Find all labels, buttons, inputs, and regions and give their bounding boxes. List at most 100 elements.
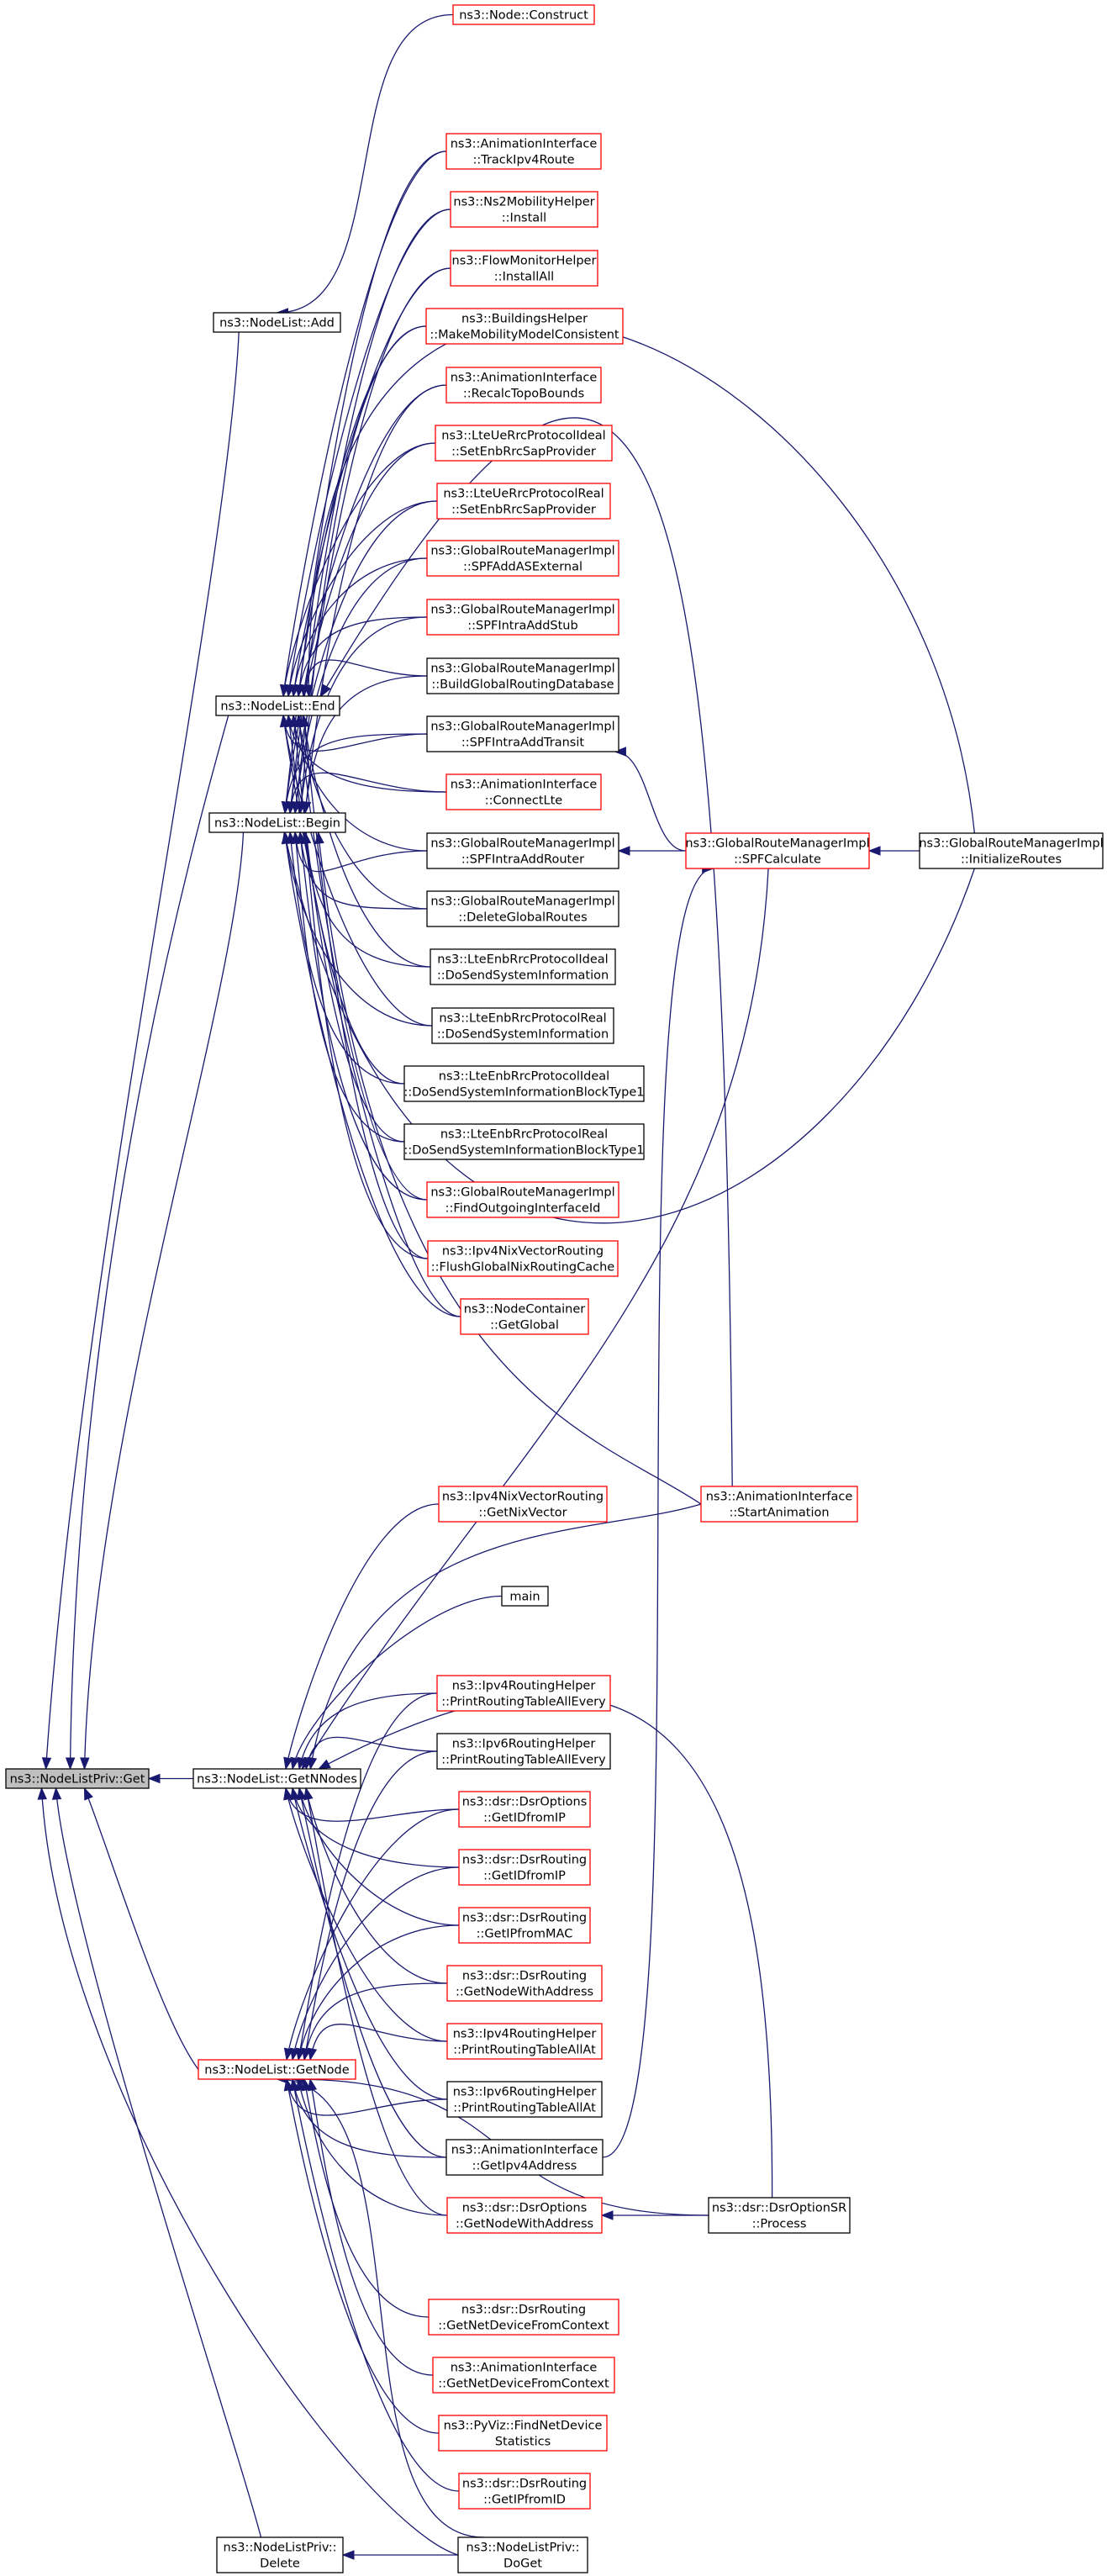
edge-flushnix-end-arrowhead (299, 714, 310, 728)
node-label: ns3::dsr::DsrRouting (462, 1854, 587, 1867)
node-recalc[interactable]: ns3::AnimationInterface::RecalcTopoBound… (445, 367, 602, 404)
node-end[interactable]: ns3::NodeList::End (215, 695, 340, 716)
node-rtgetipmac[interactable]: ns3::dsr::DsrRouting::GetIPfromMAC (458, 1907, 591, 1944)
node-spfasext[interactable]: ns3::GlobalRouteManagerImpl::SPFAddASExt… (426, 540, 619, 577)
node-delglobal[interactable]: ns3::GlobalRouteManagerImpl::DeleteGloba… (426, 890, 619, 927)
node-optgetnode[interactable]: ns3::dsr::DsrOptions::GetNodeWithAddress (446, 2197, 603, 2234)
node-buildgrd[interactable]: ns3::GlobalRouteManagerImpl::BuildGlobal… (426, 657, 619, 694)
edge-doget-delete (341, 2550, 459, 2560)
node-add[interactable]: ns3::NodeList::Add (213, 312, 341, 333)
node-begin[interactable]: ns3::NodeList::Begin (208, 812, 346, 833)
edge-enbideal-begin (301, 831, 431, 968)
node-box (431, 1007, 614, 1044)
edge-ipv6every-getnnodes (303, 1736, 438, 1771)
node-flushnix[interactable]: ns3::Ipv4NixVectorRouting::FlushGlobalNi… (427, 1240, 619, 1277)
node-rtgetipid[interactable]: ns3::dsr::DsrRouting::GetIPfromID (458, 2473, 591, 2510)
edge-line (294, 267, 451, 814)
edge-line (305, 1787, 448, 2216)
node-doget[interactable]: ns3::NodeListPriv::DoGet (457, 2536, 588, 2573)
node-spfrouter[interactable]: ns3::GlobalRouteManagerImpl::SPFIntraAdd… (426, 832, 619, 869)
edge-initroutes-begin-line (283, 831, 976, 1224)
edge-line (309, 2024, 448, 2061)
node-findoutif[interactable]: ns3::GlobalRouteManagerImpl::FindOutgoin… (426, 1181, 619, 1218)
node-ipv4every[interactable]: ns3::Ipv4RoutingHelper::PrintRoutingTabl… (436, 1675, 611, 1712)
node-spfstub[interactable]: ns3::GlobalRouteManagerImpl::SPFIntraAdd… (426, 599, 619, 636)
edge-doget-get-line (40, 1787, 459, 2556)
node-ncglobal[interactable]: ns3::NodeContainer::GetGlobal (460, 1298, 589, 1335)
node-uereal[interactable]: ns3::LteUeRrcProtocolReal::SetEnbRrcSapP… (436, 483, 611, 520)
node-box (435, 425, 613, 462)
edge-ipv6every-getnode (301, 1750, 438, 2061)
node-trackipv4[interactable]: ns3::AnimationInterface::TrackIpv4Route (445, 133, 602, 170)
node-flowinstall[interactable]: ns3::FlowMonitorHelper::InstallAll (450, 250, 598, 287)
node-getnnodes[interactable]: ns3::NodeList::GetNNodes (192, 1768, 361, 1789)
edge-ipv6at-getnnodes (290, 1787, 448, 2100)
node-label: ns3::AnimationInterface (451, 779, 598, 792)
edge-enbreal1-begin (291, 831, 405, 1143)
node-ipv4at[interactable]: ns3::Ipv4RoutingHelper::PrintRoutingTabl… (446, 2023, 603, 2060)
node-label: ::ConnectLte (485, 794, 562, 808)
node-srprocess[interactable]: ns3::dsr::DsrOptionSR::Process (708, 2197, 851, 2234)
node-label: ::DoSendSystemInformation (437, 1028, 609, 1042)
node-label: ns3::GlobalRouteManagerImpl (430, 895, 614, 909)
node-enbreal[interactable]: ns3::LteEnbRrcProtocolReal::DoSendSystem… (431, 1007, 614, 1044)
edge-delete-get-arrowhead (51, 1787, 62, 1800)
node-rtgetnetdev[interactable]: ns3::dsr::DsrRouting::GetNetDeviceFromCo… (428, 2299, 619, 2336)
node-construct[interactable]: ns3::Node::Construct (452, 4, 595, 25)
node-spfcalc[interactable]: ns3::GlobalRouteManagerImpl::SPFCalculat… (685, 832, 870, 869)
node-label: ns3::NodeListPriv::Get (10, 1773, 145, 1787)
node-ueideal[interactable]: ns3::LteUeRrcProtocolIdeal::SetEnbRrcSap… (435, 425, 613, 462)
node-ipv6at[interactable]: ns3::Ipv6RoutingHelper::PrintRoutingTabl… (446, 2081, 603, 2118)
node-angetnetdev[interactable]: ns3::AnimationInterface::GetNetDeviceFro… (432, 2357, 615, 2394)
node-label: ::GetIDfromIP (483, 1870, 566, 1883)
node-label: ns3::AnimationInterface (451, 372, 598, 385)
node-box (501, 1586, 549, 1607)
node-connectlte[interactable]: ns3::AnimationInterface::ConnectLte (445, 773, 602, 810)
node-rtgetnode[interactable]: ns3::dsr::DsrRouting::GetNodeWithAddress (446, 1965, 603, 2002)
edge-line (282, 715, 428, 752)
edge-line (289, 831, 405, 1085)
node-label: ::SPFIntraAddTransit (461, 736, 584, 750)
node-box (458, 1907, 591, 1944)
node-label: ::StartAnimation (729, 1507, 829, 1520)
edge-line (293, 715, 405, 1143)
node-label: ns3::Ipv6RoutingHelper (453, 2086, 597, 2099)
node-getnixvec[interactable]: ns3::Ipv4NixVectorRouting::GetNixVector (438, 1486, 608, 1523)
node-rtgetid[interactable]: ns3::dsr::DsrRouting::GetIDfromIP (458, 1849, 591, 1886)
node-box (446, 1965, 603, 2002)
edge-line (304, 675, 428, 814)
node-enbideal[interactable]: ns3::LteEnbRrcProtocolIdeal::DoSendSyste… (430, 948, 616, 985)
edge-spfcalc-spfrouter (617, 846, 686, 856)
edge-doget-get (37, 1787, 459, 2556)
node-ipv6every[interactable]: ns3::Ipv6RoutingHelper::PrintRoutingTabl… (436, 1733, 611, 1770)
edge-getnnodes-get (147, 1773, 193, 1784)
edge-line (303, 1982, 448, 2061)
node-initroutes[interactable]: ns3::GlobalRouteManagerImpl::InitializeR… (919, 832, 1104, 869)
node-ns2install[interactable]: ns3::Ns2MobilityHelper::Install (450, 191, 598, 228)
node-main[interactable]: main (501, 1586, 549, 1607)
node-label: ns3::Ipv4NixVectorRouting (442, 1245, 604, 1259)
node-label: ::GetIpv4Address (472, 2160, 577, 2173)
node-get[interactable]: ns3::NodeListPriv::Get (5, 1768, 150, 1789)
node-delete[interactable]: ns3::NodeListPriv::Delete (216, 2536, 344, 2573)
node-enbreal1[interactable]: ns3::LteEnbRrcProtocolReal::DoSendSystem… (403, 1123, 645, 1160)
edge-enbreal1-end (289, 714, 405, 1143)
node-label: ns3::Ipv4RoutingHelper (452, 1680, 596, 1693)
edge-startanim-begin-line (317, 831, 702, 1505)
edge-spfcalc-spftransit (614, 747, 687, 852)
edge-doget-get-arrowhead (37, 1787, 47, 1800)
node-label: ns3::dsr::DsrOptions (462, 2202, 588, 2215)
node-spftransit[interactable]: ns3::GlobalRouteManagerImpl::SPFIntraAdd… (426, 715, 619, 752)
node-getipv4addr[interactable]: ns3::AnimationInterface::GetIpv4Address (445, 2139, 604, 2176)
edge-line (299, 325, 427, 814)
node-startanim[interactable]: ns3::AnimationInterface::StartAnimation (700, 1486, 858, 1523)
node-optgetid[interactable]: ns3::dsr::DsrOptions::GetIDfromIP (458, 1791, 591, 1828)
node-buildings[interactable]: ns3::BuildingsHelper::MakeMobilityModelC… (425, 308, 624, 345)
node-box (213, 312, 341, 333)
node-enbideal1[interactable]: ns3::LteEnbRrcProtocolIdeal::DoSendSyste… (403, 1065, 645, 1102)
node-label: ns3::NodeList::GetNNodes (197, 1773, 357, 1787)
node-getnode[interactable]: ns3::NodeList::GetNode (198, 2059, 356, 2080)
node-label: ::GetIPfromID (483, 2494, 566, 2507)
edge-getnixvec-getnnodes-arrowhead (283, 1756, 293, 1771)
